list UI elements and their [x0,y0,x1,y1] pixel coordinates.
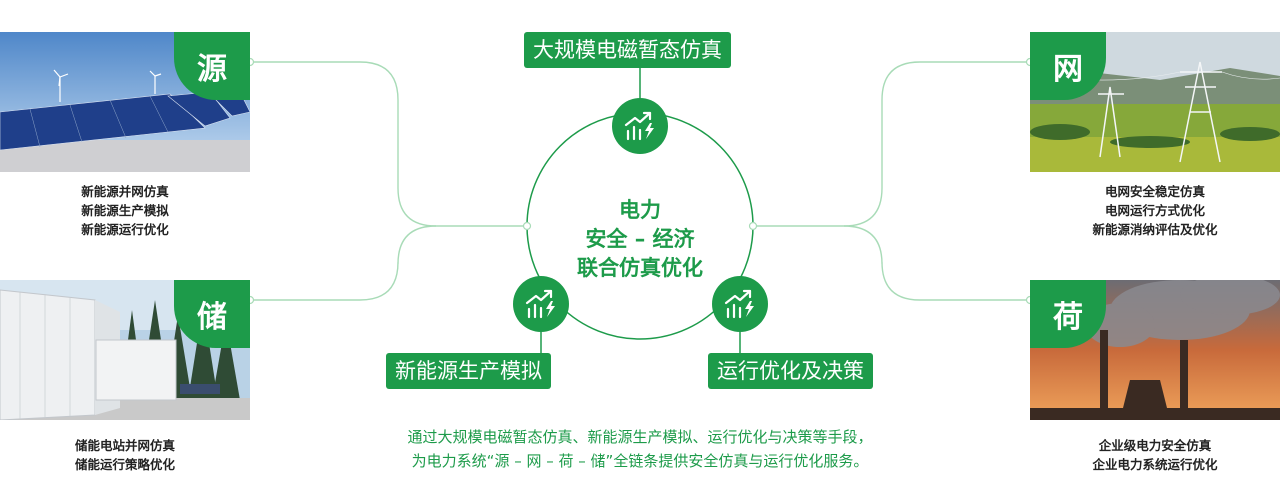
trend-up-lightning-icon [513,276,569,332]
summary-line: 通过大规模电磁暂态仿真、新能源生产模拟、运行优化与决策等手段， [407,428,873,446]
storage-line: 储能电站并网仿真 [74,438,175,453]
grid-line: 新能源消纳评估及优化 [1092,222,1218,237]
trend-up-lightning-icon [612,98,668,154]
industrial-plant-photo: 荷 [1030,280,1280,420]
source-line: 新能源运行优化 [81,222,169,237]
center-title: 电力 安全 – 经济 联合仿真优化 [540,196,740,283]
solar-farm-photo: 源 [0,32,250,172]
optimization-decision-label: 运行优化及决策 [708,353,873,389]
grid-line: 电网安全稳定仿真 [1104,184,1205,199]
power-grid-photo: 网 [1030,32,1280,172]
summary-line: 为电力系统“源 – 网 – 荷 – 储”全链条提供安全仿真与运行优化服务。 [411,452,869,470]
source-line: 新能源并网仿真 [81,184,169,199]
source-description: 新能源并网仿真 新能源生产模拟 新能源运行优化 [0,182,250,239]
load-line: 企业电力系统运行优化 [1092,457,1218,472]
trend-up-lightning-icon [712,276,768,332]
source-line: 新能源生产模拟 [81,203,169,218]
grid-line: 电网运行方式优化 [1104,203,1205,218]
em-transient-label: 大规模电磁暂态仿真 [524,32,731,68]
center-title-line: 联合仿真优化 [577,256,703,280]
summary-text: 通过大规模电磁暂态仿真、新能源生产模拟、运行优化与决策等手段， 为电力系统“源 … [300,425,980,473]
grid-description: 电网安全稳定仿真 电网运行方式优化 新能源消纳评估及优化 [1030,182,1280,239]
storage-tag: 储 [174,280,250,348]
center-title-line: 安全 – 经济 [585,227,695,251]
storage-description: 储能电站并网仿真 储能运行策略优化 [0,436,250,474]
source-tag: 源 [174,32,250,100]
storage-line: 储能运行策略优化 [74,457,175,472]
load-description: 企业级电力安全仿真 企业电力系统运行优化 [1030,436,1280,474]
energy-storage-photo: 储 [0,280,250,420]
load-line: 企业级电力安全仿真 [1098,438,1212,453]
production-simulation-label: 新能源生产模拟 [386,353,551,389]
center-title-line: 电力 [619,198,661,222]
